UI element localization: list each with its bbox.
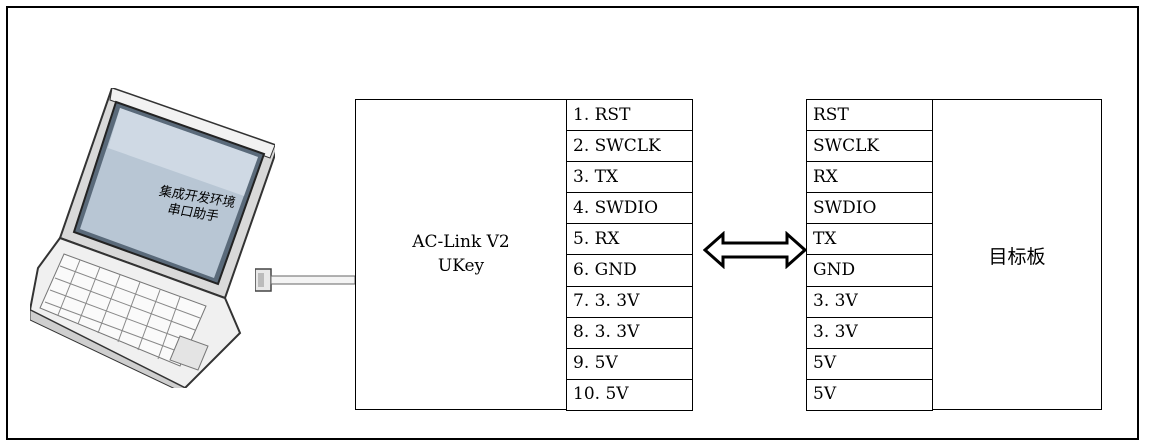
target-pin: 5V <box>806 347 933 380</box>
ac-link-pin: 9. 5V <box>566 347 693 380</box>
target-pin: RX <box>806 161 933 194</box>
ac-link-pin: 8. 3. 3V <box>566 316 693 349</box>
laptop-icon <box>30 88 275 388</box>
target-pin: 5V <box>806 378 933 411</box>
ac-link-pin: 1. RST <box>566 98 693 132</box>
ac-link-pin: 6. GND <box>566 254 693 287</box>
target-pin: 3. 3V <box>806 316 933 349</box>
target-pin: RST <box>806 98 933 132</box>
ac-link-pin-table: 1. RST 2. SWCLK 3. TX 4. SWDIO 5. RX 6. … <box>566 98 693 411</box>
ac-link-pin: 4. SWDIO <box>566 192 693 225</box>
usb-cable-icon <box>255 268 355 292</box>
ac-link-pin: 5. RX <box>566 223 693 256</box>
target-pin: 3. 3V <box>806 285 933 318</box>
ac-link-pin: 10. 5V <box>566 378 693 411</box>
ac-link-name: AC-Link V2 <box>412 232 510 252</box>
ac-link-pin: 7. 3. 3V <box>566 285 693 318</box>
bidirectional-arrow-icon <box>703 231 807 269</box>
target-pin: GND <box>806 254 933 287</box>
target-board-label: 目标板 <box>988 246 1046 268</box>
target-pin: SWCLK <box>806 130 933 163</box>
ac-link-pin: 2. SWCLK <box>566 130 693 163</box>
target-board-box: 目标板 <box>932 99 1102 410</box>
ac-link-subname: UKey <box>437 256 485 276</box>
diagram-frame <box>6 6 1139 440</box>
target-pin: TX <box>806 223 933 256</box>
ac-link-ukey-box: AC-Link V2 UKey <box>355 99 567 410</box>
ac-link-label: AC-Link V2 UKey <box>356 230 566 278</box>
target-pin: SWDIO <box>806 192 933 225</box>
target-pin-table: RST SWCLK RX SWDIO TX GND 3. 3V 3. 3V 5V… <box>806 98 933 411</box>
ac-link-pin: 3. TX <box>566 161 693 194</box>
